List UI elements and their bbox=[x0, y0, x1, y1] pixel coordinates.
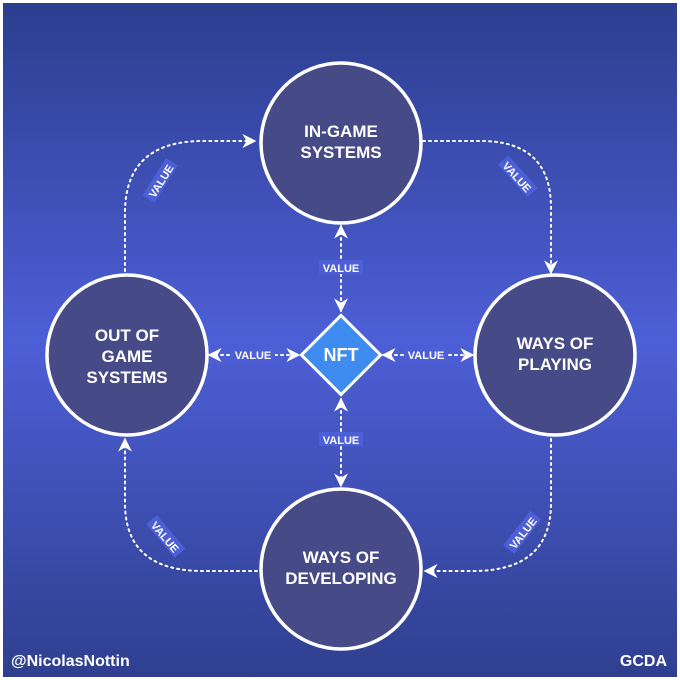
svg-text:VALUE: VALUE bbox=[408, 350, 444, 362]
author-credit: @NicolasNottin bbox=[11, 653, 130, 670]
svg-text:WAYS OF: WAYS OF bbox=[517, 334, 594, 353]
value-label-center-bottom: VALUE bbox=[319, 432, 363, 447]
connector-in-to-playing bbox=[422, 140, 558, 275]
svg-text:IN-GAME: IN-GAME bbox=[304, 122, 378, 141]
svg-text:SYSTEMS: SYSTEMS bbox=[86, 368, 167, 387]
svg-text:GAME: GAME bbox=[102, 347, 153, 366]
svg-text:DEVELOPING: DEVELOPING bbox=[285, 569, 396, 588]
svg-text:SYSTEMS: SYSTEMS bbox=[300, 143, 381, 162]
svg-text:VALUE: VALUE bbox=[323, 435, 359, 447]
node-in-game-systems: IN-GAME SYSTEMS bbox=[259, 61, 423, 225]
center-nft-diamond: NFT bbox=[299, 313, 383, 397]
svg-text:OUT OF: OUT OF bbox=[95, 326, 159, 345]
value-label-center-left: VALUE bbox=[231, 347, 275, 362]
value-label-center-right: VALUE bbox=[404, 347, 448, 362]
connector-playing-to-developing bbox=[423, 438, 552, 578]
connector-out-to-in bbox=[124, 134, 257, 272]
connector-developing-to-out bbox=[118, 437, 258, 572]
diagram-panel: VALUE VALUE VALUE VALUE VALUE VALUE bbox=[3, 3, 677, 677]
svg-text:NFT: NFT bbox=[324, 345, 359, 365]
node-out-of-game-systems: OUT OF GAME SYSTEMS bbox=[45, 273, 209, 437]
svg-text:VALUE: VALUE bbox=[323, 263, 359, 275]
svg-text:PLAYING: PLAYING bbox=[518, 355, 592, 374]
svg-text:WAYS OF: WAYS OF bbox=[303, 548, 380, 567]
value-label-center-top: VALUE bbox=[319, 260, 363, 275]
node-ways-of-developing: WAYS OF DEVELOPING bbox=[259, 487, 423, 651]
brand-logo-text: GCDA bbox=[619, 653, 667, 670]
value-cycle-diagram: VALUE VALUE VALUE VALUE VALUE VALUE bbox=[3, 3, 677, 677]
node-ways-of-playing: WAYS OF PLAYING bbox=[473, 273, 637, 437]
svg-text:VALUE: VALUE bbox=[235, 350, 271, 362]
